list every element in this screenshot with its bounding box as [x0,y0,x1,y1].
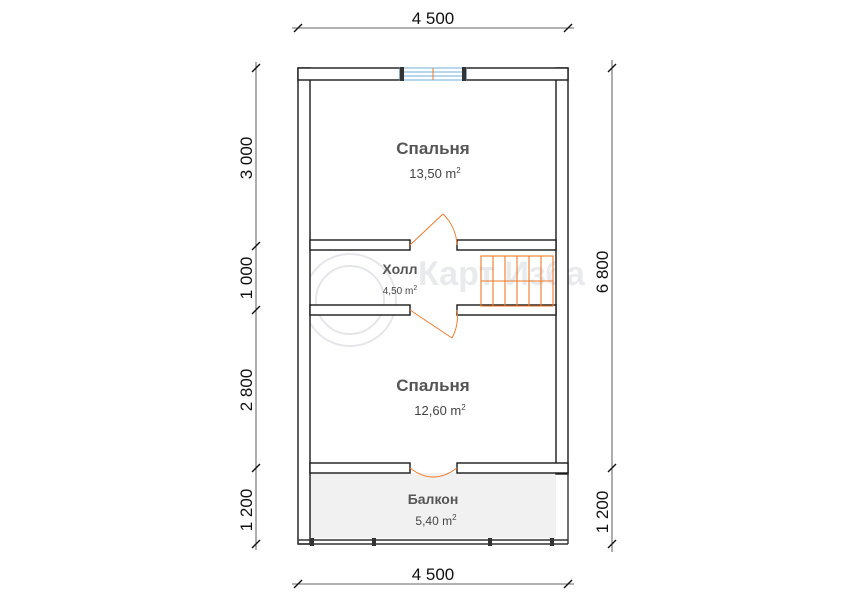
balcony-railing [298,473,569,546]
outer-wall-top-left [297,67,401,81]
hall-wall-upper-right [456,239,557,251]
dimension-label: 4 500 [412,565,455,584]
door-balcony [409,467,458,478]
outer-wall-right [555,67,569,475]
area-superscript: 2 [456,166,461,175]
dimension-label: 6 800 [593,251,612,294]
dimension-label: 1 200 [593,491,612,534]
svg-text:12,60 m2: 12,60 m2 [414,403,466,418]
svg-text:13,50 m2: 13,50 m2 [409,166,461,181]
room-area: 4,50 m [383,286,414,297]
outer-wall-top-right [465,67,569,81]
room-area: 12,60 m [414,403,461,418]
hall-wall-upper-left [309,239,411,251]
dimension-left: 3 000 1 000 2 800 1 200 [237,62,261,550]
room-bedroom-1: Спальня 13,50 m2 [396,139,469,181]
room-hall: Холл 4,50 m2 [382,261,417,297]
dimension-label: 2 800 [237,369,256,412]
outer-wall-left [297,67,311,545]
room-bedroom-2: Спальня 12,60 m2 [396,376,469,418]
dimension-top: 4 500 [292,9,574,33]
hall-wall-lower-left [309,304,411,316]
svg-text:4,50 m2: 4,50 m2 [383,285,418,297]
area-superscript: 2 [413,285,417,292]
dimension-label: 1 000 [237,257,256,300]
walls [297,67,569,545]
svg-text:5,40 m2: 5,40 m2 [415,513,457,528]
balcony-wall-right [456,462,569,474]
dimension-right: 6 800 1 200 [593,60,617,552]
room-area: 5,40 m [415,514,452,528]
room-name: Спальня [396,376,469,395]
balcony-floor [310,473,556,538]
room-name: Холл [382,261,417,277]
dimension-label: 1 200 [237,489,256,532]
watermark-logo: Карт Изба [303,253,586,347]
room-name: Спальня [396,139,469,158]
door-bedroom-1 [409,213,458,246]
dimension-label: 4 500 [412,9,455,28]
room-balcony: Балкон 5,40 m2 [408,491,459,528]
area-superscript: 2 [461,403,466,412]
dimension-label: 3 000 [237,137,256,180]
top-window [399,67,467,81]
area-superscript: 2 [452,513,457,522]
room-area: 13,50 m [409,166,456,181]
dimension-bottom: 4 500 [292,565,574,589]
balcony-wall-left [309,462,411,474]
room-name: Балкон [408,491,459,507]
door-bedroom-2 [409,309,458,339]
staircase [480,255,554,307]
